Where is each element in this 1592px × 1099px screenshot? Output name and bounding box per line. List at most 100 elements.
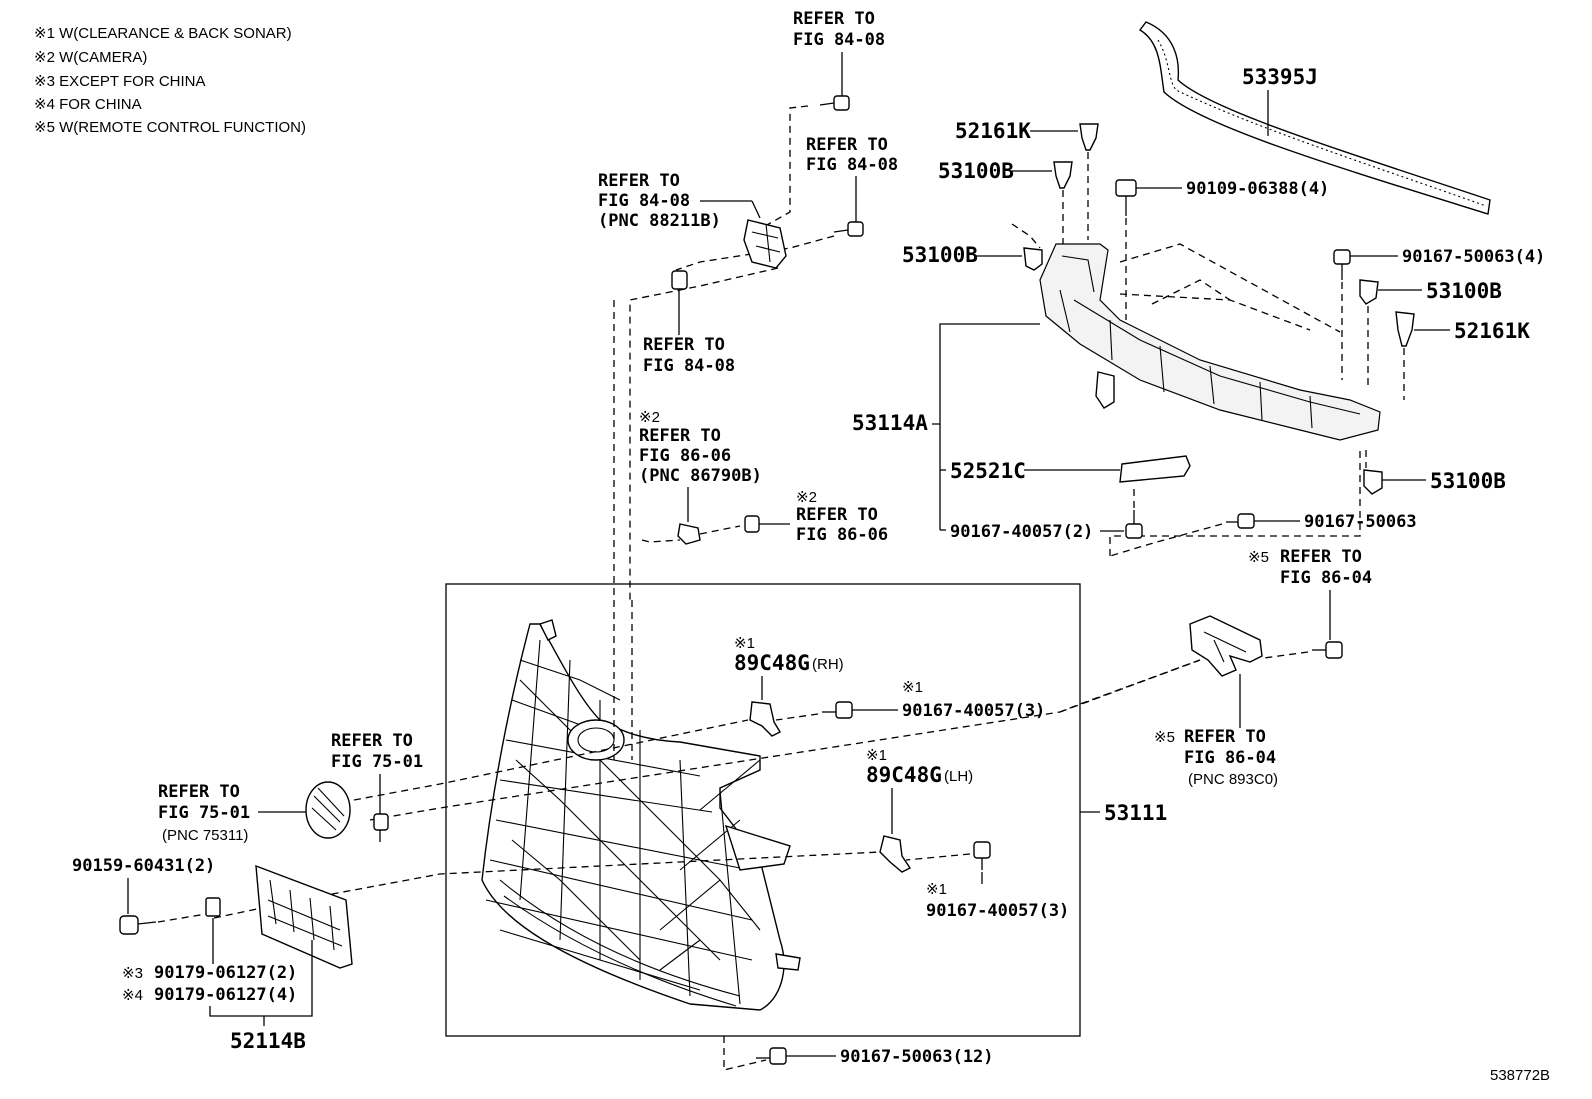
- label-fig: FIG 84-08: [598, 191, 690, 211]
- bracket-86-04-icon: [1189, 615, 1263, 677]
- note-4: ※4 FOR CHINA: [34, 96, 142, 113]
- part-90167-50063-4: 90167-50063(4): [1402, 247, 1545, 267]
- pad-52521c-icon: [1119, 455, 1191, 483]
- refer-75-01-b: REFER TO FIG 75-01 (PNC 75311): [158, 782, 306, 844]
- grille-assembly-box: [445, 583, 1081, 1037]
- label-fig: FIG 75-01: [158, 803, 250, 823]
- note-5: ※5 W(REMOTE CONTROL FUNCTION): [34, 119, 306, 136]
- reinforcement-53114a-icon: [1039, 243, 1381, 441]
- clip-53100b-b-icon: [1023, 247, 1043, 271]
- clip-52161k-a-icon: [1079, 123, 1099, 151]
- part-89c48g-rh: 89C48G: [734, 651, 810, 675]
- note-mark-4: ※4: [122, 987, 143, 1004]
- label-fig: FIG 86-06: [639, 446, 731, 466]
- bolt-90109-icon: [1115, 179, 1137, 216]
- label-mark: ※1: [734, 635, 755, 652]
- part-53100b-c: 53100B: [1426, 279, 1502, 303]
- label-refer-to: REFER TO: [598, 171, 680, 191]
- sensor-89c48g-rh: ※1 89C48G (RH): [734, 635, 844, 700]
- label-fig: FIG 86-04: [1184, 748, 1276, 768]
- note-2: ※2 W(CAMERA): [34, 49, 147, 66]
- bolt-mid-icon: [833, 221, 864, 237]
- clip-75-01-icon: [373, 813, 389, 842]
- molding-53395j-icon: [1138, 21, 1491, 215]
- label-refer-to: REFER TO: [806, 135, 888, 155]
- note-mark-3: ※3: [122, 965, 143, 982]
- label-pnc: (PNC 86790B): [639, 466, 762, 486]
- part-53111: 53111: [1104, 801, 1167, 825]
- bolt-90167-50063-icon: [1226, 513, 1255, 529]
- label-mark: ※1: [866, 747, 887, 764]
- bolt-90159-icon: [119, 915, 157, 935]
- label-mark: ※5: [1154, 729, 1175, 746]
- label-refer-to: REFER TO: [158, 782, 240, 802]
- label-fig: FIG 84-08: [643, 356, 735, 376]
- clip-53100b-d-icon: [1363, 469, 1383, 495]
- figure-id: 538772B: [1490, 1067, 1550, 1084]
- clip-84-08-low-icon: [671, 270, 688, 335]
- refer-86-06-camera: ※2 REFER TO FIG 86-06 (PNC 86790B): [639, 409, 762, 522]
- part-90167-50063: 90167-50063: [1304, 512, 1417, 532]
- bolt-lh-icon: [973, 841, 991, 870]
- label-fig: FIG 75-01: [331, 752, 423, 772]
- refer-84-08-low: REFER TO FIG 84-08: [643, 335, 735, 376]
- part-89c48g-lh: 89C48G: [866, 763, 942, 787]
- note-3: ※3 EXCEPT FOR CHINA: [34, 73, 206, 90]
- nut-90179-icon: [205, 897, 221, 917]
- part-90109-06388: 90109-06388(4): [1186, 179, 1329, 199]
- bolt-90167-40057-2-icon: [1125, 510, 1143, 539]
- label-refer-to: REFER TO: [639, 426, 721, 446]
- bolt-86-04-icon: [1312, 641, 1343, 659]
- sensor-89c48g-lh: ※1 89C48G (LH): [866, 747, 973, 834]
- bolt-top-icon: [819, 95, 850, 111]
- bolt-90167-50063-12-icon: [756, 1047, 787, 1065]
- part-90159-60431: 90159-60431(2): [72, 856, 215, 876]
- part-53395j: 53395J: [1242, 65, 1318, 89]
- camera-icon: [677, 523, 701, 545]
- clip-53100b-a-icon: [1053, 161, 1073, 189]
- note-1: ※1 W(CLEARANCE & BACK SONAR): [34, 25, 292, 42]
- label-fig: FIG 86-06: [796, 525, 888, 545]
- sensor-lh-icon: [879, 835, 912, 873]
- label-fig: FIG 84-08: [793, 30, 885, 50]
- bolt-90167-50063-4-icon: [1333, 249, 1351, 280]
- part-90179-06127-2: 90179-06127(2): [154, 963, 297, 983]
- part-90167-40057-3a: 90167-40057(3): [902, 701, 1045, 721]
- part-90179-06127-4: 90179-06127(4): [154, 985, 297, 1005]
- label-pnc: (PNC 88211B): [598, 211, 721, 231]
- label-fig: FIG 84-08: [806, 155, 898, 175]
- part-90167-40057-3b: 90167-40057(3): [926, 901, 1069, 921]
- label-refer-to: REFER TO: [796, 505, 878, 525]
- label-mark: ※1: [926, 881, 947, 898]
- license-bracket-52114b-icon: [255, 864, 353, 969]
- sensor-rh-icon: [749, 701, 781, 737]
- refer-86-04-b: ※5 REFER TO FIG 86-04 (PNC 893C0): [1154, 727, 1278, 788]
- refer-86-04-a: ※5 REFER TO FIG 86-04: [1248, 547, 1372, 640]
- refer-84-08-top: REFER TO FIG 84-08: [793, 9, 885, 96]
- label-mark: ※2: [796, 489, 817, 506]
- label-rh: (RH): [812, 656, 844, 673]
- refer-84-08-mid: REFER TO FIG 84-08: [806, 135, 898, 222]
- label-lh: (LH): [944, 768, 973, 785]
- part-90167-50063-12: 90167-50063(12): [840, 1047, 994, 1067]
- label-mark: ※5: [1248, 549, 1269, 566]
- part-52161k-b: 52161K: [1454, 319, 1530, 343]
- label-mark: ※1: [902, 679, 923, 696]
- emblem-75311-icon: [305, 781, 351, 839]
- bolt-camera-icon: [744, 515, 790, 533]
- clip-52161k-b-icon: [1395, 311, 1415, 347]
- part-53100b-d: 53100B: [1430, 469, 1506, 493]
- part-53100b-b: 53100B: [902, 243, 978, 267]
- notes-legend: ※1 W(CLEARANCE & BACK SONAR) ※2 W(CAMERA…: [34, 25, 306, 136]
- label-refer-to: REFER TO: [1280, 547, 1362, 567]
- part-90167-40057-2: 90167-40057(2): [950, 522, 1093, 542]
- refer-86-06-b: ※2 REFER TO FIG 86-06: [796, 489, 888, 545]
- refer-84-08-left: REFER TO FIG 84-08 (PNC 88211B): [598, 171, 761, 231]
- label-refer-to: REFER TO: [331, 731, 413, 751]
- part-52114b: 52114B: [230, 1029, 306, 1053]
- bolt-rh-icon: [822, 701, 853, 719]
- refer-bolt-lh: ※1 90167-40057(3): [926, 881, 1069, 921]
- clip-53100b-c-icon: [1359, 279, 1379, 305]
- label-refer-to: REFER TO: [643, 335, 725, 355]
